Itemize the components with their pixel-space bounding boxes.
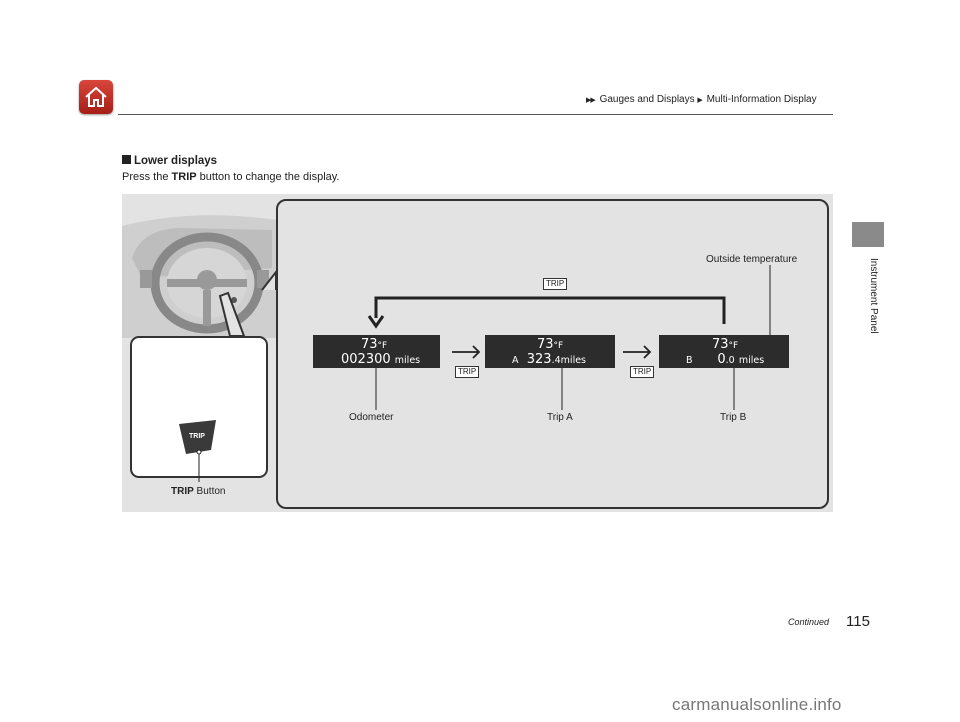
intro-text: Press the TRIP button to change the disp… bbox=[122, 171, 340, 183]
trip-button-label[interactable]: TRIP bbox=[189, 433, 205, 440]
page-number: 115 bbox=[846, 613, 870, 630]
home-button[interactable] bbox=[79, 80, 113, 114]
callout-trip-b: Trip B bbox=[720, 412, 747, 423]
trip-key-left: TRIP bbox=[455, 366, 480, 378]
watermark: carmanualsonline.info bbox=[672, 695, 842, 714]
trip-key-top: TRIP bbox=[543, 278, 568, 290]
breadcrumb: ▶▶ Gauges and Displays ▶ Multi-Informati… bbox=[586, 94, 817, 105]
header-rule bbox=[118, 114, 833, 115]
breadcrumb-separator-icon: ▶ bbox=[697, 97, 702, 104]
callout-trip-button: TRIP Button bbox=[171, 486, 226, 497]
section-title: Lower displays bbox=[122, 155, 217, 167]
breadcrumb-arrow-icon: ▶▶ bbox=[586, 97, 596, 104]
callout-odometer: Odometer bbox=[349, 412, 394, 423]
chapter-tab[interactable] bbox=[852, 222, 884, 247]
home-icon bbox=[85, 86, 107, 107]
trip-b-display: 73°F B 0.0 miles bbox=[659, 335, 789, 368]
breadcrumb-page[interactable]: Multi-Information Display bbox=[706, 94, 817, 105]
callout-trip-a: Trip A bbox=[547, 412, 573, 423]
square-bullet-icon bbox=[122, 155, 131, 164]
trip-key-right: TRIP bbox=[630, 366, 655, 378]
breadcrumb-section[interactable]: Gauges and Displays bbox=[599, 94, 695, 105]
odometer-display: 73°F 002300 miles bbox=[313, 335, 440, 368]
trip-a-display: 73°F A 323.4miles bbox=[485, 335, 615, 368]
continued-label: Continued bbox=[788, 617, 830, 627]
callout-outside-temperature: Outside temperature bbox=[706, 254, 798, 265]
chapter-label: Instrument Panel bbox=[868, 258, 879, 334]
